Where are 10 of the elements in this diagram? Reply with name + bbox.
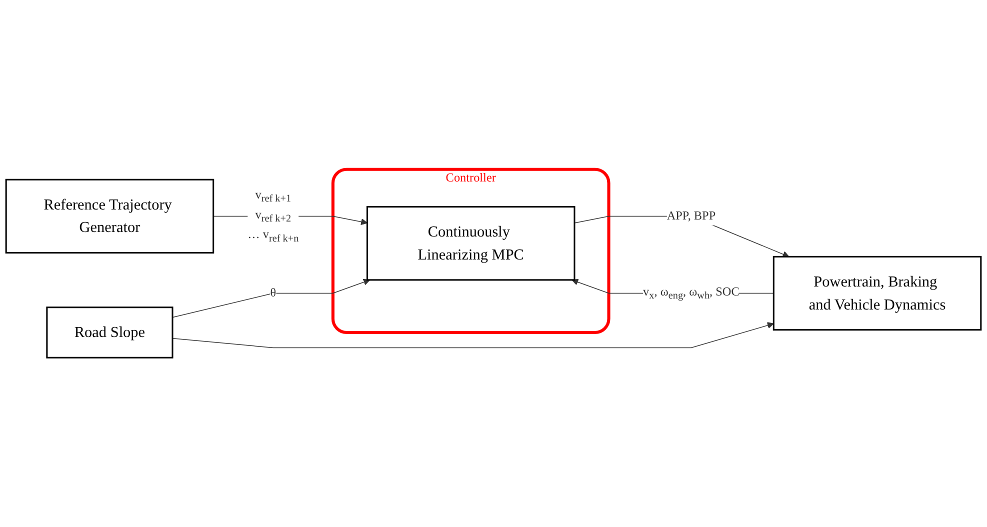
node-box: Reference Trajectory Generator xyxy=(5,178,214,254)
edge-label: v$_{x}$, ω$_{eng}$, ω$_{wh}$, SOC xyxy=(643,286,740,301)
edge-label: APP, BPP xyxy=(666,209,716,222)
node-box: Road Slope xyxy=(46,306,174,358)
edge-label: θ xyxy=(270,286,276,300)
arrow xyxy=(172,278,370,318)
node-box: Continuously Linearizing MPC xyxy=(366,206,576,281)
edge-label: v$_{ref k+1}$ v$_{ref k+2}$ … v$_{ref k+n}$ xyxy=(248,188,299,244)
arrow xyxy=(172,322,774,348)
node-box: Powertrain, Braking and Vehicle Dynamics xyxy=(772,256,982,331)
